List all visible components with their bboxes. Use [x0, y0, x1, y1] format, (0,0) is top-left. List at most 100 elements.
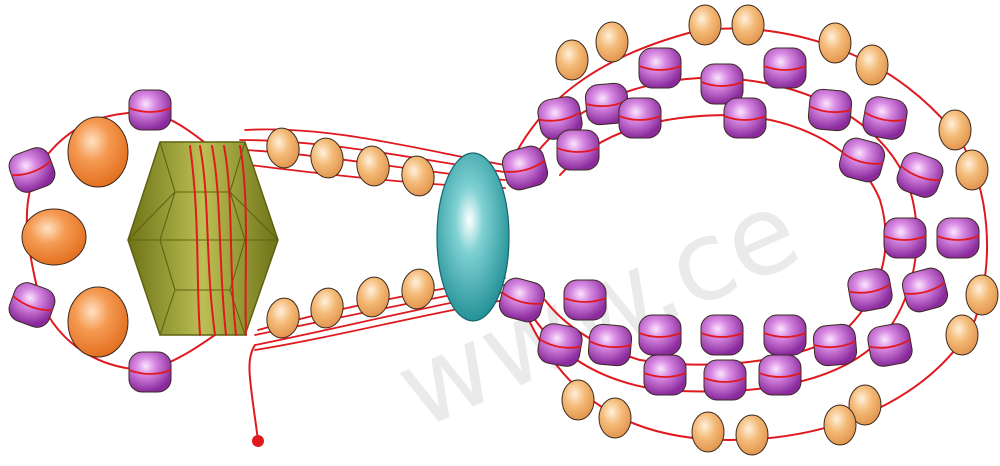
purple-seed-bead — [638, 314, 682, 356]
purple-seed-bead — [498, 277, 546, 323]
purple-seed-bead — [758, 354, 802, 396]
purple-seed-bead — [556, 129, 600, 171]
purple-bead-thread — [638, 65, 682, 71]
purple-bead-thread — [638, 332, 682, 338]
purple-bead-body — [8, 147, 56, 193]
purple-bead-thread — [763, 332, 807, 338]
purple-bead-thread — [841, 151, 883, 165]
purple-bead-thread — [643, 372, 687, 378]
purple-bead-thread — [864, 111, 907, 122]
purple-seed-bead — [763, 47, 807, 89]
purple-bead-thread — [868, 338, 911, 349]
purple-seed-bead — [618, 97, 662, 139]
tan-bead-body — [818, 22, 852, 64]
purple-bead-body — [901, 267, 949, 313]
purple-seed-bead — [700, 314, 744, 356]
tail-thread — [248, 344, 259, 441]
tan-bead-body — [266, 297, 300, 339]
crystal-wrap-thread-2 — [211, 145, 227, 336]
purple-bead-body — [700, 63, 744, 105]
purple-bead-body — [556, 129, 600, 171]
thread-end-dot — [252, 435, 264, 447]
tan-bead-body — [823, 404, 857, 446]
tan-bead-body — [598, 397, 632, 439]
purple-bead-body — [936, 217, 980, 259]
purple-seed-bead — [128, 351, 172, 393]
tan-seed-bead — [595, 21, 629, 63]
purple-bead-thread — [904, 281, 946, 295]
purple-bead-body — [896, 152, 944, 198]
purple-bead-thread — [758, 372, 802, 378]
purple-bead-thread — [900, 165, 941, 182]
tan-bead-body — [735, 414, 769, 456]
purple-bead-thread — [563, 297, 607, 303]
tan-bead-body — [561, 379, 595, 421]
purple-bead-body — [587, 323, 633, 367]
purple-seed-bead — [812, 323, 858, 367]
tan-bead-body — [731, 4, 765, 46]
purple-bead-thread — [588, 340, 632, 349]
purple-bead-body — [862, 96, 908, 140]
tan-bead-body — [356, 145, 390, 187]
purple-seed-bead — [838, 137, 886, 183]
tan-bead-body — [945, 314, 979, 356]
tan-seed-bead — [266, 297, 300, 339]
tan-seed-bead — [555, 39, 589, 81]
tan-seed-bead — [945, 314, 979, 356]
tan-bead-body — [855, 44, 889, 86]
purple-bead-body — [763, 47, 807, 89]
purple-bead-thread — [763, 65, 807, 71]
tan-seed-bead — [401, 268, 435, 310]
tan-seed-bead — [848, 384, 882, 426]
tan-seed-bead — [310, 287, 344, 329]
tan-bead-body — [965, 274, 999, 316]
bead-layer — [8, 4, 999, 456]
purple-bead-thread — [723, 115, 767, 121]
tan-seed-bead — [356, 276, 390, 318]
purple-seed-bead — [643, 354, 687, 396]
crystal-wrap-thread-5 — [189, 145, 201, 336]
tan-bead-body — [938, 109, 972, 151]
faceted-crystal-bead — [127, 141, 279, 336]
orange-round-bead — [67, 116, 129, 188]
tan-seed-bead — [266, 127, 300, 169]
tan-bead-body — [691, 411, 725, 453]
tan-seed-bead — [855, 44, 889, 86]
purple-seed-bead — [587, 323, 633, 367]
purple-bead-body — [128, 89, 172, 131]
tan-seed-bead — [310, 137, 344, 179]
purple-seed-bead — [501, 145, 549, 191]
purple-bead-body — [537, 323, 583, 367]
purple-bead-thread — [703, 377, 747, 383]
purple-seed-bead — [703, 359, 747, 401]
tan-bead-body — [310, 287, 344, 329]
purple-seed-bead — [883, 217, 927, 259]
purple-bead-body — [703, 359, 747, 401]
tan-bead-body — [848, 384, 882, 426]
purple-bead-body — [812, 323, 858, 367]
purple-bead-thread — [936, 235, 980, 241]
purple-bead-body — [847, 268, 893, 312]
purple-seed-bead — [723, 97, 767, 139]
tan-seed-bead — [691, 411, 725, 453]
purple-bead-body — [700, 314, 744, 356]
purple-bead-body — [128, 351, 172, 393]
orange-round-bead — [67, 286, 129, 358]
purple-bead-body — [501, 145, 549, 191]
tan-seed-bead — [356, 145, 390, 187]
purple-bead-body — [618, 97, 662, 139]
tan-bead-body — [688, 4, 722, 46]
tan-seed-bead — [598, 397, 632, 439]
purple-seed-bead — [867, 323, 913, 367]
tan-bead-body — [310, 137, 344, 179]
purple-bead-thread — [700, 81, 744, 87]
purple-bead-body — [8, 282, 56, 328]
purple-bead-body — [638, 47, 682, 89]
purple-seed-bead — [763, 314, 807, 356]
purple-bead-thread — [501, 291, 543, 305]
purple-bead-thread — [556, 147, 600, 153]
purple-bead-body — [638, 314, 682, 356]
tan-seed-bead — [688, 4, 722, 46]
purple-bead-thread — [12, 295, 53, 312]
